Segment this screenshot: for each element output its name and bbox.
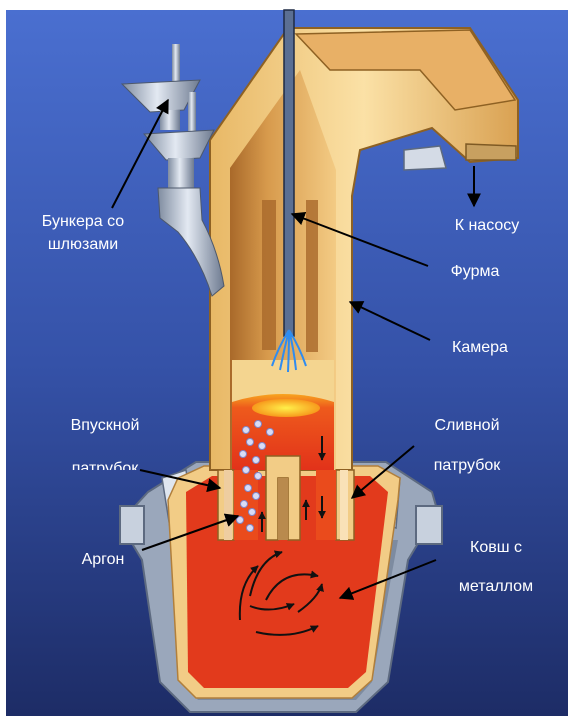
label-hoppers-line2: шлюзами [18, 235, 148, 254]
label-hoppers: Бункера со шлюзами [18, 212, 148, 254]
label-drain-line1: Сливной [412, 416, 522, 435]
label-argon: Аргон [58, 550, 148, 569]
label-ladle-line1: Ковш с [436, 538, 556, 557]
label-drain-line2: патрубок [412, 456, 522, 475]
label-chamber: Камера [430, 338, 530, 357]
label-lance: Фурма [430, 262, 520, 281]
label-inlet-line1: Впускной [50, 416, 160, 435]
label-inlet-line2: патрубок [50, 459, 160, 470]
label-ladle-line2: металлом [436, 577, 556, 596]
label-drain: Сливной патрубок [412, 416, 522, 475]
label-ladle: Ковш с металлом [436, 538, 556, 596]
label-to-pump: К насосу [432, 216, 542, 235]
label-inlet: Впускной патрубок [50, 416, 160, 470]
label-hoppers-line1: Бункера со [18, 212, 148, 231]
